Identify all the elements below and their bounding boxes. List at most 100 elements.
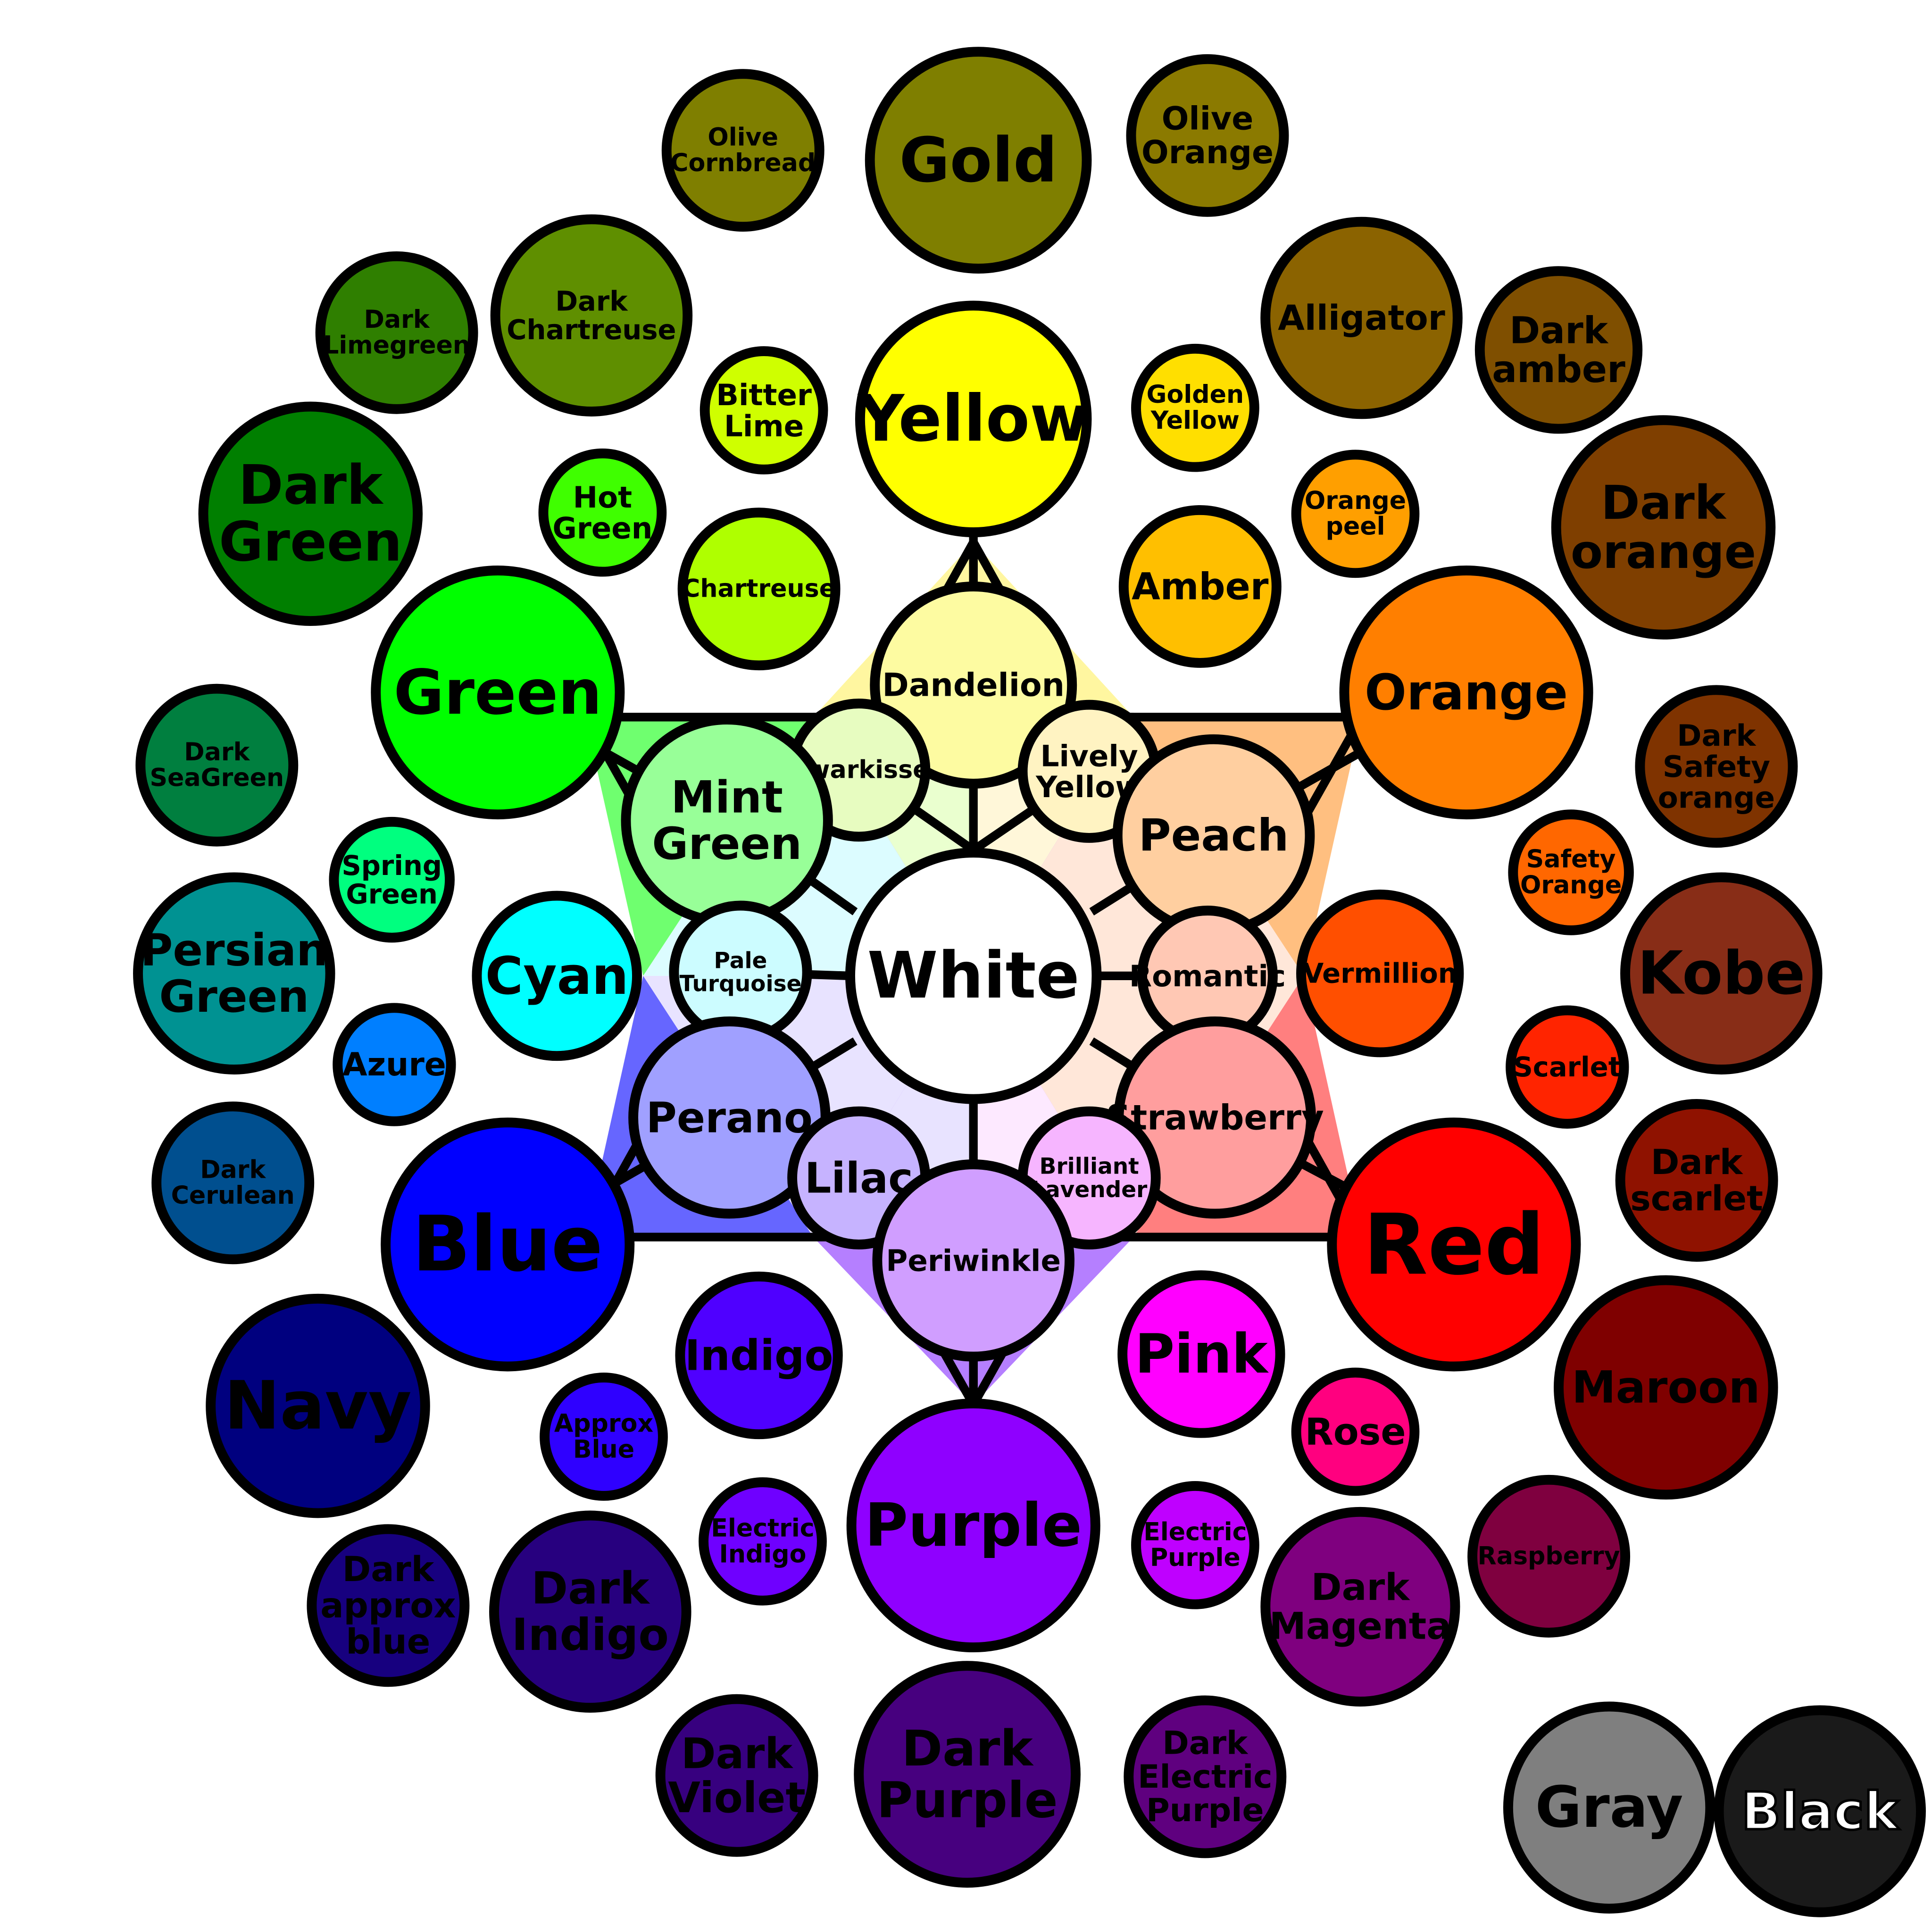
secondary-label: Cyan [485,946,629,1006]
primary-label: Green [393,657,602,728]
tint-circle [870,581,1077,789]
center-label-line: White [867,939,1080,1013]
secondary-label-line: Rose [1305,1410,1406,1453]
secondary-label: Amber [1132,565,1269,608]
primary-label: Orange [1365,664,1568,721]
tint-label: Peach [1139,810,1289,861]
primary-circle [846,1398,1100,1653]
color-node-green: Green [371,566,625,820]
secondary-label-line: Hot [573,480,633,514]
color-node-gold: Gold [865,47,1092,274]
secondary-label-line: Amber [1132,565,1269,608]
secondary-label: Chartreuse [682,575,836,603]
secondary-circle [1508,809,1634,935]
tint-label: Periwinkle [886,1243,1061,1278]
shade-label-line: Green [219,511,402,574]
secondary-circle [1296,890,1464,1058]
secondary-label-line: Golden [1147,381,1244,409]
shade-circle [854,1661,1081,1888]
tint-label: Dandelion [882,666,1065,704]
color-node-gray: Gray [1503,1701,1715,1914]
shade-circle [1124,1695,1287,1858]
secondary-label-line: Blue [573,1435,634,1464]
tint-label-line: Pale [714,948,767,974]
center-label: White [867,939,1080,1013]
secondary-circle [699,1477,827,1606]
secondary-label: Pink [1135,1323,1269,1386]
secondary-circle [538,448,667,577]
tint-label-line: Romantic [1129,958,1286,993]
secondary-label-line: Safety [1526,845,1616,874]
secondary-label: Indigo [685,1331,833,1380]
shade-label-line: Dark [184,738,250,766]
shade-label-line: Raspberry [1478,1542,1620,1570]
secondary-label-line: Approx [554,1409,653,1438]
tint-label: Perano [646,1093,813,1142]
secondary-circle [677,508,841,671]
shade-circle [133,872,335,1074]
secondary-circle [1131,1481,1259,1609]
primary-label: Blue [412,1200,603,1289]
shade-label: Navy [224,1367,411,1445]
color-node-navy: Navy [206,1293,430,1518]
primary-circle [855,300,1092,537]
primary-label-line: Yellow [857,382,1089,456]
primary-label-line: Orange [1365,664,1568,721]
shade-label-line: Dark [901,1720,1034,1777]
tint-label-line: Dandelion [882,666,1065,704]
color-node-alligator: Alligator [1260,217,1463,419]
secondary-label-line: Vermillion [1303,958,1457,989]
secondary-label-line: Purple [1150,1544,1241,1572]
secondary-label-line: Electric [711,1515,814,1543]
shade-label-line: Magenta [1269,1605,1451,1648]
color-node-blue: Blue [381,1117,635,1372]
secondary-label-line: Orange [1305,487,1406,515]
secondary-label-line: Lime [724,408,804,443]
tint-label-line: Perano [646,1093,813,1142]
shade-label-line: Olive [1162,100,1254,137]
shade-circle [1260,217,1463,419]
secondary-label-line: Green [552,511,652,545]
tint-label-line: Turquoise [680,971,802,997]
secondary-label: Rose [1305,1410,1406,1453]
shade-circle [198,401,423,626]
shade-label-line: Purple [877,1772,1058,1829]
shade-label-line: Kobe [1637,939,1805,1008]
shade-circle [865,47,1092,274]
color-node-cyan: Cyan [472,891,642,1061]
shade-label-line: scarlet [1630,1178,1763,1218]
secondary-circle [1117,1270,1285,1438]
primary-label: Purple [865,1491,1082,1560]
color-node-black: Black [1714,1705,1926,1917]
color-node-pink: Pink [1117,1270,1285,1438]
